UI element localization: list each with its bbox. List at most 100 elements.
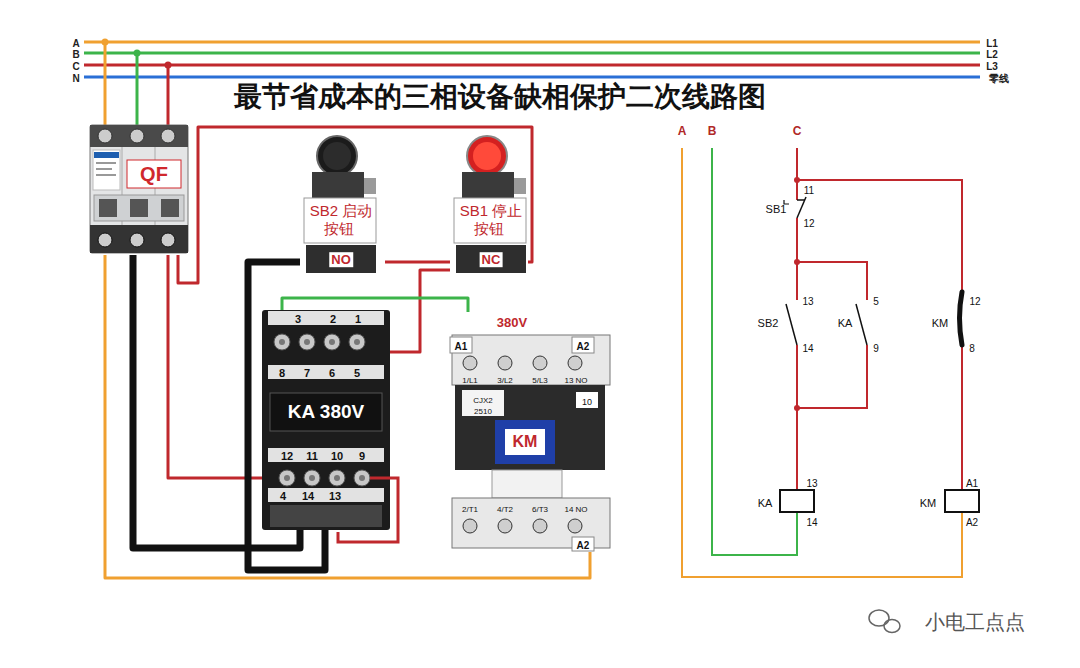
label-holder: A2 xyxy=(966,512,978,530)
schematic-label: A1 xyxy=(966,478,978,489)
contactor-drawing xyxy=(452,335,610,385)
device-label: QF xyxy=(138,163,170,185)
coil-symbol xyxy=(780,490,814,512)
title-holder: 最节省成本的三相设备缺相保护二次线路图 xyxy=(234,82,766,113)
circuit-breaker: QF xyxy=(88,125,188,255)
terminal-number: 1 xyxy=(355,313,361,325)
contactor-drawing xyxy=(533,519,547,533)
text-holder: 1 xyxy=(355,309,361,327)
schematic-wire xyxy=(682,148,962,577)
breaker-drawing xyxy=(96,162,116,164)
start-button-drawing xyxy=(304,198,376,243)
breaker-drawing xyxy=(90,125,188,147)
relay-drawing xyxy=(329,339,335,345)
stop-button: SB1 停止按钮NC xyxy=(450,135,528,275)
terminal-number: 7 xyxy=(304,367,310,379)
contactor-drawing xyxy=(450,335,610,551)
contactor-drawing xyxy=(498,519,512,533)
relay-drawing xyxy=(354,470,370,486)
breaker-drawing xyxy=(96,174,116,176)
contactor-drawing xyxy=(463,519,477,533)
schematic-label: KM xyxy=(932,317,949,329)
line-label: 零线 xyxy=(989,73,1009,84)
terminal-number: 13 NO xyxy=(564,376,587,385)
wire xyxy=(178,127,532,283)
power-bus xyxy=(84,52,980,55)
bus-label: C xyxy=(72,61,79,72)
start-button-drawing xyxy=(304,136,376,273)
label-holder: B xyxy=(708,121,717,139)
label-holder: 14 xyxy=(806,512,817,530)
intermediate-relay: 3218765KA 380V121110941413 xyxy=(262,310,390,530)
relay-drawing xyxy=(329,470,345,486)
schematic-wire xyxy=(797,262,867,300)
text-holder: 13 NO xyxy=(564,369,587,387)
contactor-drawing xyxy=(505,429,545,455)
text-holder: 6/T3 xyxy=(532,498,548,516)
label-holder: SB2 xyxy=(758,313,779,331)
breaker-drawing xyxy=(161,233,175,247)
terminal-number: 2510 xyxy=(474,407,492,416)
terminal-number: NO xyxy=(329,252,353,267)
relay-drawing xyxy=(262,310,390,530)
relay-drawing xyxy=(279,339,285,345)
relay-drawing xyxy=(279,470,295,486)
label-holder: A xyxy=(678,121,687,139)
text-holder: 12 xyxy=(281,446,293,464)
relay-jumper-wire xyxy=(338,478,398,542)
breaker-drawing xyxy=(90,125,188,253)
start-button: SB2 启动按钮NO xyxy=(300,135,385,275)
text-holder: 4 xyxy=(280,486,286,504)
schematic-wire xyxy=(794,177,800,183)
wire xyxy=(282,298,468,312)
start-button-drawing xyxy=(306,245,376,273)
relay-drawing xyxy=(270,505,382,527)
contactor-drawing xyxy=(495,420,555,464)
schematic-label: SB2 xyxy=(758,317,779,329)
relay-drawing xyxy=(270,393,382,431)
text-holder: NO xyxy=(329,250,353,268)
schematic-label: 12 xyxy=(803,218,814,229)
relay-drawing xyxy=(284,475,290,481)
terminal-number: 8 xyxy=(279,367,285,379)
schematic-label: 8 xyxy=(969,343,975,354)
label-holder: A xyxy=(72,33,79,51)
phase-label: C xyxy=(793,124,802,138)
stop-button-drawing xyxy=(462,172,514,198)
terminal-number: 4 xyxy=(280,490,286,502)
label-holder: A1 xyxy=(966,473,978,491)
label-holder: 5 xyxy=(873,291,879,309)
schematic-label: 14 xyxy=(806,517,817,528)
stop-button-drawing xyxy=(467,136,507,176)
contactor-drawing xyxy=(450,337,472,353)
label-holder: 9 xyxy=(873,338,879,356)
schematic-label: KA xyxy=(838,317,853,329)
terminal-number: 380V xyxy=(497,315,527,330)
terminal-number: 4/T2 xyxy=(497,505,513,514)
relay-drawing xyxy=(304,470,320,486)
schematic-wire xyxy=(796,148,798,200)
relay-drawing xyxy=(354,339,360,345)
schematic-wire xyxy=(961,345,963,490)
contactor-drawing xyxy=(498,356,512,370)
stop-button-drawing xyxy=(514,178,526,194)
relay-drawing xyxy=(309,475,315,481)
label-holder: L3 xyxy=(986,56,998,74)
label-holder: SB1 xyxy=(766,199,787,217)
schematic-label: 11 xyxy=(804,185,814,196)
relay-drawing xyxy=(359,475,365,481)
relay-drawing xyxy=(268,488,384,502)
contactor-drawing xyxy=(576,392,598,408)
terminal-number: CJX2 xyxy=(473,396,493,405)
terminal-number: A2 xyxy=(577,341,590,352)
watermark-icon xyxy=(884,620,900,633)
contactor-drawing xyxy=(492,470,562,498)
label-holder: 11 xyxy=(804,180,814,198)
contactor-drawing xyxy=(463,356,477,370)
schematic-label: 14 xyxy=(802,343,813,354)
schematic-wire xyxy=(682,148,962,577)
device-label: KA 380V xyxy=(288,401,364,422)
text-holder: 7 xyxy=(304,363,310,381)
breaker-drawing xyxy=(130,129,144,143)
text-holder: CJX2 xyxy=(473,389,493,407)
